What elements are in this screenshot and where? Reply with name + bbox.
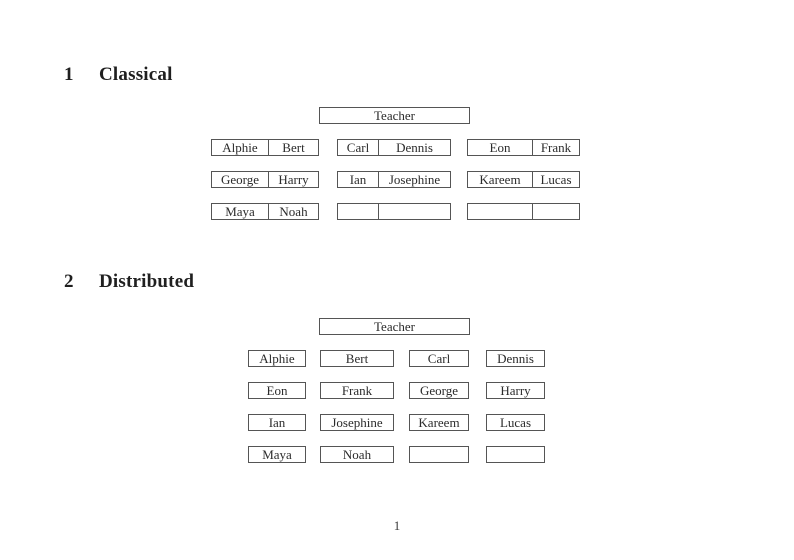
desk <box>467 203 580 220</box>
teacher-label: Teacher <box>374 108 415 123</box>
desk: Carl Dennis <box>337 139 451 156</box>
seat-left-cell: Eon <box>489 140 511 155</box>
desk <box>337 203 451 220</box>
seat-box: George <box>409 382 469 399</box>
seat-left-cell-empty <box>468 204 532 219</box>
seat-box: Alphie <box>248 350 306 367</box>
seat-box: Noah <box>320 446 394 463</box>
section-number: 2 <box>64 271 74 292</box>
seat-box: Carl <box>409 350 469 367</box>
teacher-box-classical: Teacher <box>319 107 470 124</box>
seat-right-cell-empty <box>532 204 579 219</box>
seat-left-cell: Ian <box>349 172 367 187</box>
seat-right-cell: Frank <box>532 140 579 155</box>
seat-box: Dennis <box>486 350 545 367</box>
seat-box-empty <box>409 446 469 463</box>
seat-box: Frank <box>320 382 394 399</box>
section-heading-distributed: 2 Distributed <box>64 272 194 291</box>
seat-right-cell: Lucas <box>532 172 579 187</box>
seat-left-cell: Carl <box>346 140 370 155</box>
section-title: Classical <box>99 64 173 85</box>
section-heading-classical: 1 Classical <box>64 65 173 84</box>
section-number: 1 <box>64 64 74 85</box>
seat-right-cell: Bert <box>268 140 318 155</box>
page-number: 1 <box>393 518 401 533</box>
teacher-box-distributed: Teacher <box>319 318 470 335</box>
section-title: Distributed <box>99 271 195 292</box>
desk: George Harry <box>211 171 319 188</box>
seat-right-cell: Harry <box>268 172 318 187</box>
seat-right-cell-empty <box>378 204 450 219</box>
seat-left-cell: Maya <box>225 204 255 219</box>
seat-right-cell: Dennis <box>378 140 450 155</box>
seat-box: Ian <box>248 414 306 431</box>
desk: Kareem Lucas <box>467 171 580 188</box>
seat-box: Lucas <box>486 414 545 431</box>
seat-box: Maya <box>248 446 306 463</box>
seat-box: Harry <box>486 382 545 399</box>
seat-box: Bert <box>320 350 394 367</box>
teacher-label: Teacher <box>374 319 415 334</box>
seat-right-cell: Josephine <box>378 172 450 187</box>
desk: Alphie Bert <box>211 139 319 156</box>
seat-box: Kareem <box>409 414 469 431</box>
desk: Maya Noah <box>211 203 319 220</box>
seat-box-empty <box>486 446 545 463</box>
seat-box: Josephine <box>320 414 394 431</box>
desk: Ian Josephine <box>337 171 451 188</box>
seat-left-cell: Kareem <box>479 172 521 187</box>
seat-left-cell-empty <box>338 204 378 219</box>
desk: Eon Frank <box>467 139 580 156</box>
seat-left-cell: George <box>220 172 260 187</box>
seat-box: Eon <box>248 382 306 399</box>
seat-right-cell: Noah <box>268 204 318 219</box>
seat-left-cell: Alphie <box>222 140 258 155</box>
